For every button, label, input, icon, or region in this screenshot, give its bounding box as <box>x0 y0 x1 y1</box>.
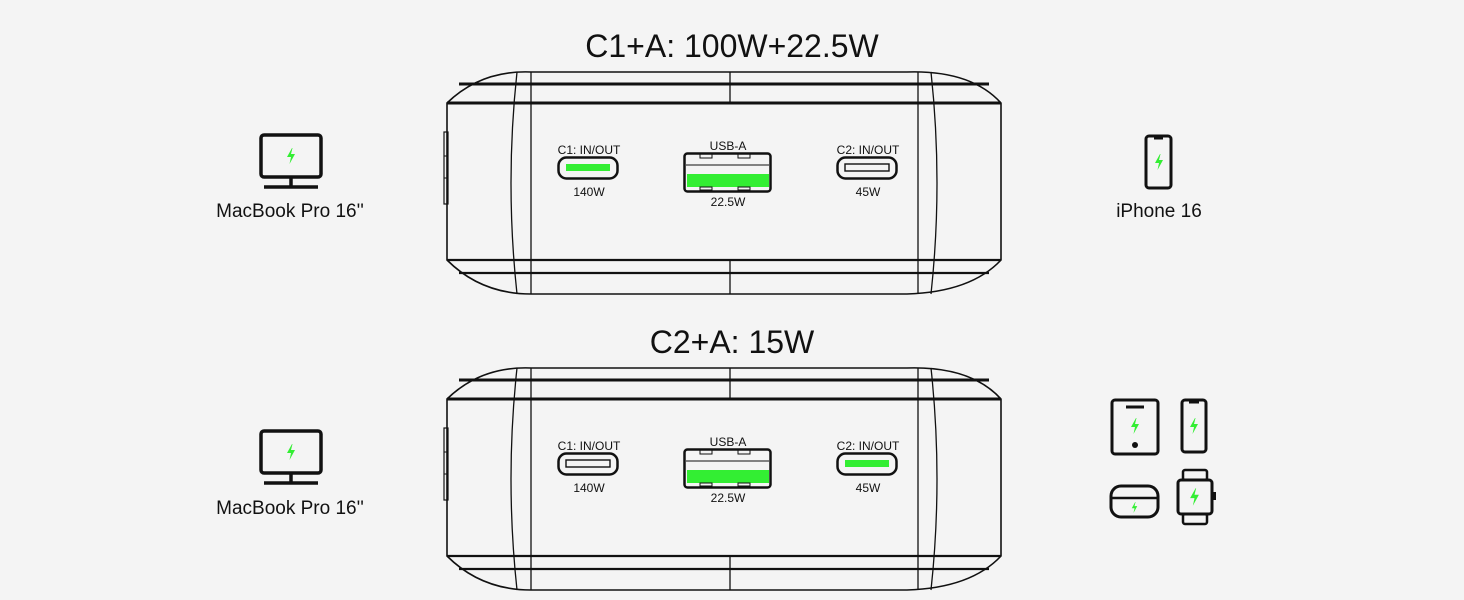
usb-a-port <box>683 448 773 490</box>
port-c2-power: 45W <box>855 481 881 495</box>
monitor-icon <box>256 428 326 486</box>
port-usba-label: USB-A <box>709 139 747 153</box>
port-c1-power: 140W <box>573 481 605 495</box>
usb-c-port-c2 <box>836 156 900 182</box>
usb-c-port-c1 <box>557 452 621 478</box>
port-c1-power: 140W <box>573 185 605 199</box>
right-device-label: iPhone 16 <box>1116 201 1202 222</box>
phone-icon <box>1144 134 1174 190</box>
monitor-icon <box>256 132 326 190</box>
scenario-2-title: C2+A: 15W <box>649 324 815 360</box>
usb-c-port-c1 <box>557 156 621 182</box>
left-device-label: MacBook Pro 16'' <box>216 498 364 519</box>
smartwatch-icon <box>1176 468 1218 526</box>
port-c2-power: 45W <box>855 185 881 199</box>
port-c2-label: C2: IN/OUT <box>836 439 900 453</box>
port-usba-label: USB-A <box>709 435 747 449</box>
port-c1-label: C1: IN/OUT <box>557 143 621 157</box>
port-c1-label: C1: IN/OUT <box>557 439 621 453</box>
port-usba-power: 22.5W <box>710 195 746 209</box>
scenario-1-title: C1+A: 100W+22.5W <box>585 28 879 64</box>
earbuds-case-icon <box>1109 484 1161 520</box>
usb-c-port-c2 <box>836 452 900 478</box>
tablet-icon <box>1110 398 1160 456</box>
usb-a-port <box>683 152 773 194</box>
port-c2-label: C2: IN/OUT <box>836 143 900 157</box>
port-usba-power: 22.5W <box>710 491 746 505</box>
left-device-label: MacBook Pro 16'' <box>216 201 364 222</box>
phone-icon <box>1180 398 1210 454</box>
